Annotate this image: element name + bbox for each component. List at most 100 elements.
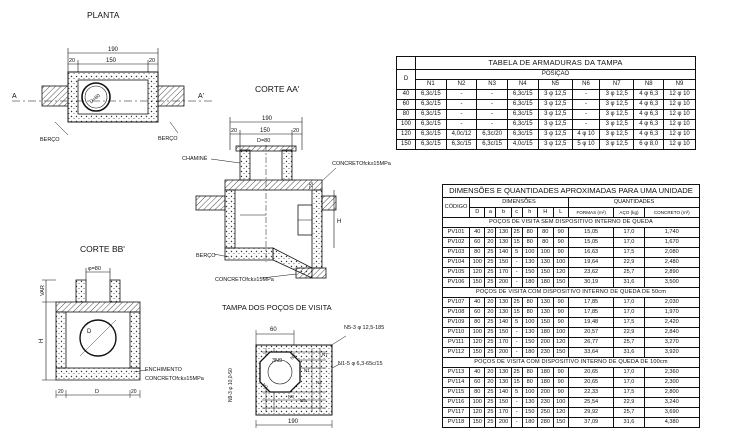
armaduras-col-header: N4 [506,79,539,90]
table-cell: PV111 [442,337,470,348]
table-cell: PV102 [442,237,470,248]
armaduras-table: TABELA DE ARMADURAS DA TAMPA D POSIÇÃO N… [396,56,697,150]
dimensoes-col-header: c [510,207,523,218]
table-cell: 60 [468,377,486,388]
table-cell: 4 φ 6,3 [633,129,664,140]
table-cell: 150 [552,277,569,288]
table-cell: 15,05 [567,227,615,238]
table-cell: 130 [521,327,539,338]
table-cell: 40 [468,367,486,378]
corte-bb-phi: φ=80 [88,266,101,272]
dimensoes-col-header: h [521,207,539,218]
table-cell: - [510,267,523,278]
table-cell: 20,57 [567,327,615,338]
table-cell: PV113 [442,367,470,378]
planta-berco-right: BERÇO [158,136,178,142]
table-cell: 2,030 [643,297,701,308]
table-cell: - [510,257,523,268]
dimensoes-col-header: AÇO (kg) [613,207,645,218]
table-cell: 30,19 [567,277,615,288]
table-cell: 2,840 [643,327,701,338]
table-cell: 25 [484,397,497,408]
corte-bb-dim-d: D [95,389,99,395]
table-cell: 280 [537,417,554,428]
tampa-bar-n3: N3 [289,353,297,361]
table-cell: 6,3c/20 [476,129,508,140]
table-cell: 22,33 [567,387,615,398]
section-header-row: POÇOS DE VISITA SEM DISPOSITIVO INTERNO … [442,217,700,228]
table-cell: 17,0 [613,367,645,378]
table-cell: 90 [552,237,569,248]
table-cell: - [571,119,601,130]
table-cell: - [476,89,508,100]
table-cell: 180 [521,277,539,288]
table-cell: PV115 [442,387,470,398]
table-cell: 6,3c/15 [506,109,539,120]
table-cell: 22,9 [613,327,645,338]
corte-aa-dim-190: 190 [262,116,273,122]
table-cell: 19,64 [567,257,615,268]
table-cell: 25,7 [613,267,645,278]
table-cell: 200 [495,347,512,358]
table-cell: 25,7 [613,407,645,418]
corte-bb-view: CORTE BB' φ=80 D VAR H 20 D 20 ENCHIME [39,244,205,398]
table-cell: - [571,99,601,110]
table-cell: PV105 [442,267,470,278]
table-cell: - [445,89,478,100]
table-cell: 15 [510,307,523,318]
planta-dim-20a: 20 [69,58,75,64]
table-cell: 3 φ 12,5 [599,119,635,130]
table-cell: PV114 [442,377,470,388]
table-cell: 6 φ 8,0 [633,139,664,150]
table-cell: 100 [537,247,554,258]
table-cell: 60 [468,237,486,248]
table-cell: 17,0 [613,307,645,318]
section-header-row: POÇOS DE VISITA COM DISPOSITIVO INTERNO … [442,357,700,368]
armaduras-d-header: D [396,69,416,90]
section-label: POÇOS DE VISITA COM DISPOSITIVO INTERNO … [442,357,700,368]
table-cell: 90 [552,377,569,388]
table-cell: 22,9 [613,397,645,408]
table-cell: 6,3c/15 [506,129,539,140]
section-mark-a: A [12,93,17,100]
table-cell: 3 φ 12,5 [599,139,635,150]
corte-bb-circle-d: D [87,329,92,335]
table-cell: 230 [537,397,554,408]
table-cell: 16,63 [567,247,615,258]
table-cell: - [510,327,523,338]
corte-bb-var: VAR [40,285,46,296]
corte-bb-h: H [39,339,45,343]
corte-bb-concreto: CONCRETOfck≥15MPa [145,376,205,382]
table-cell: 4 φ 6,3 [633,99,664,110]
corte-aa-h: H [337,219,341,225]
section-label: POÇOS DE VISITA SEM DISPOSITIVO INTERNO … [442,217,700,228]
table-cell: - [510,407,523,418]
table-cell: 150 [521,337,539,348]
table-cell: - [510,417,523,428]
table-cell: 100 [468,257,486,268]
table-cell: 3,270 [643,337,701,348]
table-cell: 150 [468,277,486,288]
table-cell: 17,5 [613,317,645,328]
table-cell: 200 [537,387,554,398]
table-cell: 1,670 [643,237,701,248]
table-cell: 90 [552,227,569,238]
dimensoes-col-header: FORMAS (m²) [567,207,615,218]
table-cell: 80 [521,307,539,318]
table-cell: 17,5 [613,247,645,258]
table-cell: PV118 [442,417,470,428]
table-cell: - [476,109,508,120]
table-cell: 2,480 [643,257,701,268]
table-cell: 150 [521,267,539,278]
table-cell: 170 [495,337,512,348]
table-cell: - [571,109,601,120]
